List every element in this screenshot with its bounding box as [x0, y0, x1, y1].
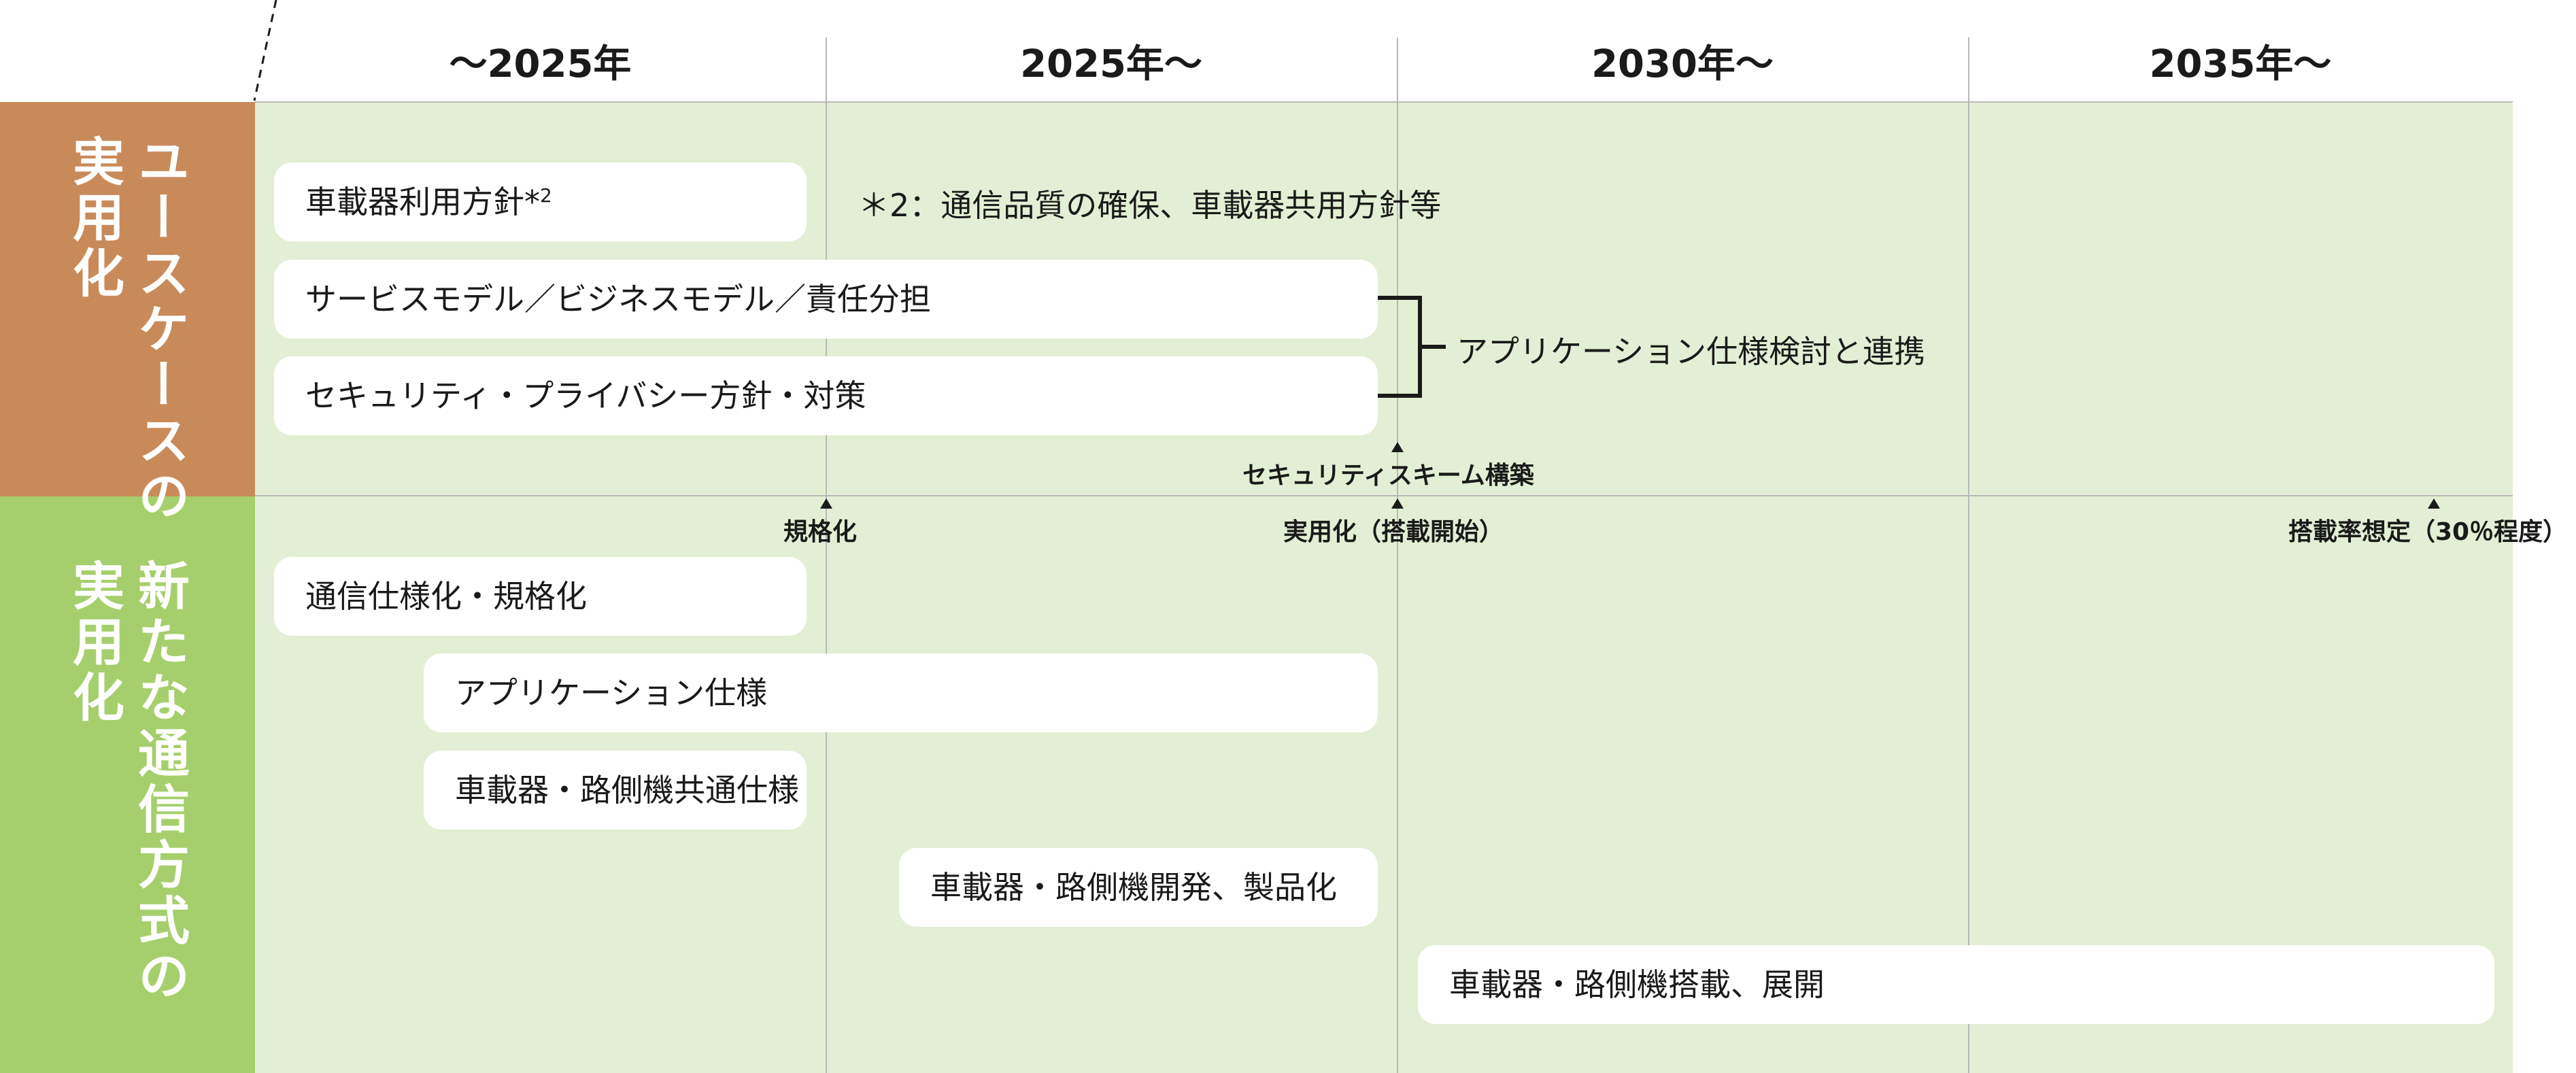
comm-spec-box: 通信仕様化・規格化 [274, 557, 807, 636]
usecase-title-line1: ユースケースの [129, 135, 190, 525]
service-model-box: サービスモデル／ビジネスモデル／責任分担 [274, 260, 1378, 339]
newcomm-title-line1: 新たな通信方式の [129, 559, 190, 1005]
usecase-title-line2: 実用化 [64, 135, 124, 302]
header-divider [255, 101, 2513, 103]
milestone-security-scheme: セキュリティスキーム構築 [1242, 462, 1534, 490]
header-period-from-2035: 2035年～ [2149, 42, 2332, 86]
onboard-policy-label: 車載器利用方針* [305, 184, 540, 220]
milestone-marker-practical [1391, 498, 1404, 509]
section-divider [255, 495, 2513, 496]
header-period-from-2025: 2025年～ [1020, 42, 1202, 86]
milestone-standardization: 規格化 [783, 518, 858, 546]
header-period-until-2025: ～2025年 [449, 42, 632, 86]
header-period-from-2030: 2030年～ [1591, 42, 1774, 86]
app-spec-link-text: アプリケーション仕様検討と連携 [1457, 333, 1926, 370]
footnote-text: ＊2：通信品質の確保、車載器共用方針等 [858, 187, 1442, 224]
milestone-marker-adoption [2428, 498, 2440, 509]
grid-line-2035 [1968, 37, 1969, 1073]
common-spec-box: 車載器・路側機共通仕様 [424, 751, 807, 830]
grid-line-2030 [1397, 37, 1398, 1073]
newcomm-title-line2: 実用化 [64, 559, 124, 726]
milestone-practical-use: 実用化（搭載開始） [1283, 518, 1504, 546]
milestone-marker-standardization [820, 498, 832, 509]
usecase-section-band [0, 102, 255, 496]
milestone-adoption-rate: 搭載率想定（30％程度） [2288, 518, 2568, 546]
security-policy-box: セキュリティ・プライバシー方針・対策 [274, 356, 1378, 435]
milestone-marker-security [1391, 442, 1404, 452]
bracket-connector [1378, 296, 1446, 398]
newcomm-section-band [0, 496, 255, 1073]
grid-line-2025 [826, 37, 827, 1073]
corner-dashed-line [253, 0, 277, 101]
app-spec-box: アプリケーション仕様 [424, 653, 1378, 732]
footnote-marker: 2 [540, 184, 552, 207]
dev-product-box: 車載器・路側機開発、製品化 [899, 848, 1378, 927]
onboard-policy-box: 車載器利用方針*2 [274, 163, 807, 241]
deploy-box: 車載器・路側機搭載、展開 [1418, 945, 2494, 1024]
